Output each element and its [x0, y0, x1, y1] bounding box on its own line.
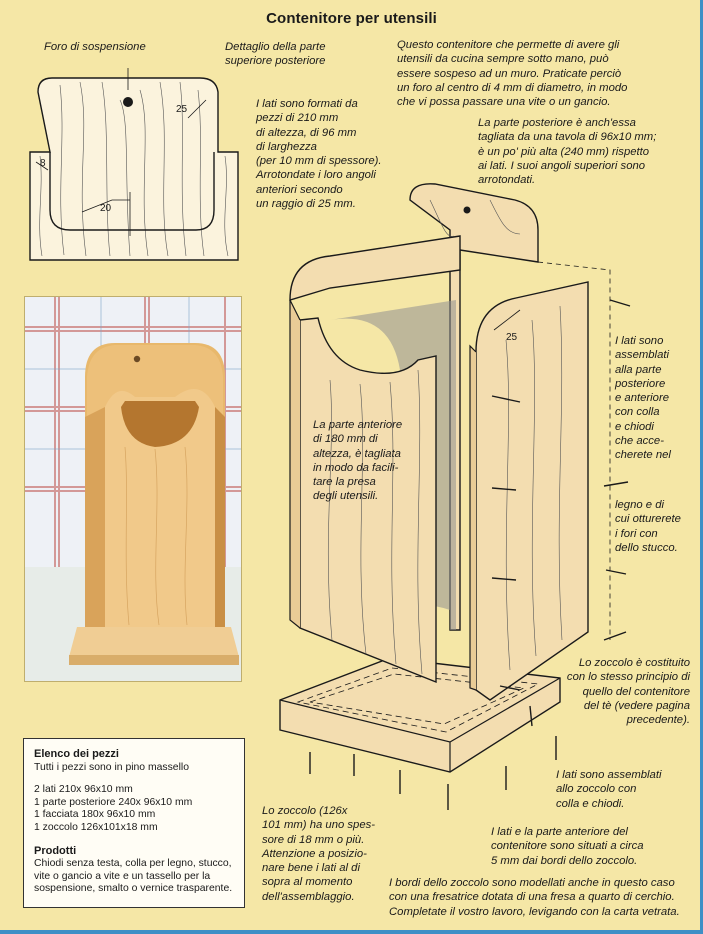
- assemblati-text-2: legno e di cui otturerete i fori con del…: [615, 499, 681, 554]
- parts-list-box: Elenco dei pezzi Tutti i pezzi sono in p…: [23, 738, 245, 908]
- dim-20-label: 20: [100, 203, 112, 214]
- zoccolo-principio-text: Lo zoccolo è costituito con lo stesso pr…: [566, 657, 690, 727]
- products-heading: Prodotti: [34, 844, 77, 857]
- parts-heading: Elenco dei pezzi: [34, 748, 119, 760]
- parts-item: 2 lati 210x 96x10 mm: [34, 784, 133, 796]
- zoccolo-dim-text: Lo zoccolo (126x 101 mm) ha uno spes- so…: [262, 805, 376, 903]
- dim-8-label: 8: [40, 158, 46, 169]
- page-title: Contenitore per utensili: [266, 10, 437, 27]
- parts-item: 1 zoccolo 126x101x18 mm: [34, 821, 158, 833]
- lati-text: I lati sono formati da pezzi di 210 mm d…: [256, 98, 382, 211]
- bordi-text: I bordi dello zoccolo sono modellati anc…: [389, 877, 680, 918]
- anteriore-text: La parte anteriore di 180 mm di altezza,…: [313, 419, 403, 503]
- dettaglio-label: Dettaglio della parte superiore posterio…: [225, 41, 326, 68]
- parts-item: 1 facciata 180x 96x10 mm: [34, 809, 156, 821]
- detail-drawing: [29, 68, 239, 261]
- products-text: Chiodi senza testa, colla per legno, stu…: [34, 858, 233, 895]
- situati-text: I lati e la parte anteriore del contenit…: [491, 826, 644, 867]
- product-photo: [24, 296, 242, 682]
- parts-item: 1 parte posteriore 240x 96x10 mm: [34, 796, 193, 808]
- intro-text: Questo contenitore che permette di avere…: [397, 39, 628, 109]
- assemblati-text-1: I lati sono assemblati alla parte poster…: [615, 335, 671, 462]
- radius-25-side-label: 25: [506, 332, 518, 343]
- posteriore-text: La parte posteriore è anch'essa tagliata…: [478, 117, 657, 187]
- main-drawing: [279, 183, 631, 810]
- parts-subtitle: Tutti i pezzi sono in pino massello: [34, 761, 189, 773]
- radius-25-label: 25: [176, 104, 188, 115]
- lati-zoccolo-text: I lati sono assemblati allo zoccolo con …: [556, 769, 662, 810]
- foro-label: Foro di sospensione: [44, 41, 146, 53]
